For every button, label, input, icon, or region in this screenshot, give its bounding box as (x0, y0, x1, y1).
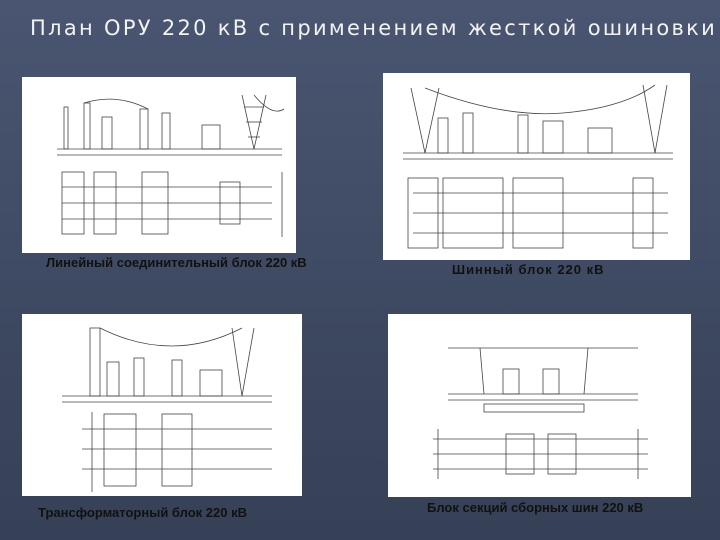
bus-block-schematic (403, 84, 673, 249)
caption-transformer-block: Трансформаторный блок 220 кВ (38, 505, 247, 520)
caption-busbar-section-block: Блок секций сборных шин 220 кВ (427, 500, 644, 515)
caption-line-connection-block: Линейный соединительный блок 220 кВ (46, 255, 307, 270)
caption-bus-block: Шинный блок 220 кВ (452, 262, 605, 277)
drawing-transformer-block (22, 314, 302, 496)
drawing-line-connection-block (22, 77, 296, 253)
drawing-bus-block (383, 73, 690, 260)
transformer-block-schematic (62, 327, 272, 492)
line-block-schematic (57, 94, 285, 237)
drawing-busbar-section-block (388, 314, 691, 497)
slide-title: План ОРУ 220 кВ с применением жесткой ош… (30, 16, 718, 40)
busbar-section-schematic (433, 347, 648, 479)
